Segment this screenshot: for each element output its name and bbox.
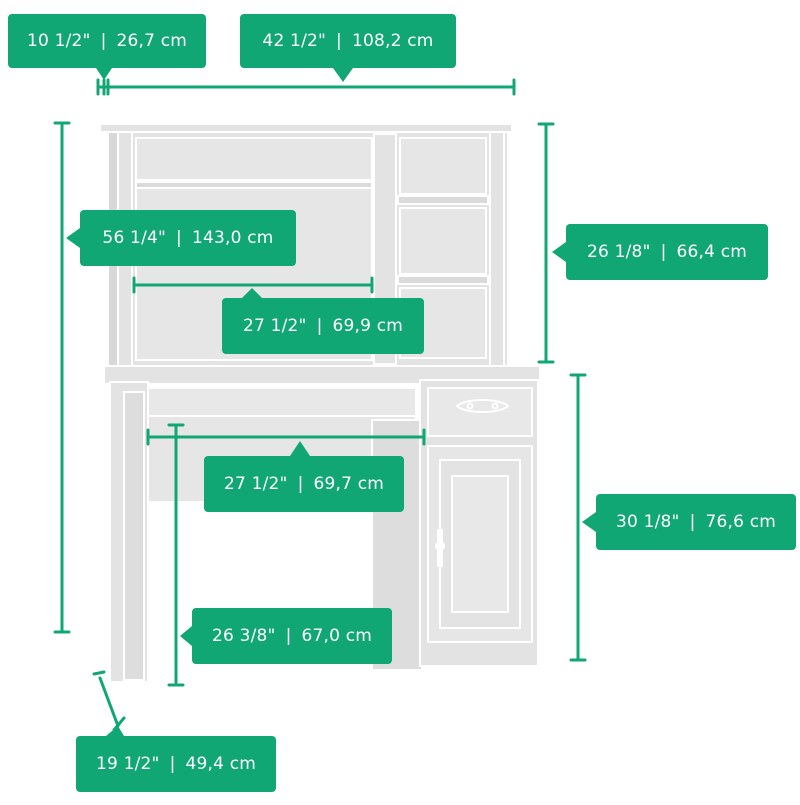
label-height-total: 56 1/4" | 143,0 cm xyxy=(80,210,296,266)
depth-hutch-pointer xyxy=(96,68,112,80)
separator: | xyxy=(336,31,342,51)
hutch-opening-width-pointer xyxy=(242,288,262,298)
hutch-shelf-2 xyxy=(397,275,489,285)
desk-height-cm: 76,6 cm xyxy=(705,512,777,532)
hutch-opening-width-cm: 69,9 cm xyxy=(332,316,404,336)
separator: | xyxy=(316,316,323,336)
depth-desk-dim-cap-start xyxy=(92,670,106,676)
height-total-pointer xyxy=(66,228,80,248)
hutch-upper-bay xyxy=(135,137,373,181)
hutch-cubby-2 xyxy=(399,207,487,275)
width-total-pointer xyxy=(333,68,353,82)
desk-height-inch: 30 1/8" xyxy=(615,512,680,532)
label-depth-hutch: 10 1/2" | 26,7 cm xyxy=(8,14,206,68)
hutch-shelf-1 xyxy=(397,195,489,205)
hutch-shelf-left xyxy=(135,181,373,189)
dimension-lines xyxy=(53,68,596,736)
desk-opening-width-inch: 27 1/2" xyxy=(223,474,288,494)
label-knee-height: 26 3/8" | 67,0 cm xyxy=(192,608,392,664)
label-hutch-opening-width: 27 1/2" | 69,9 cm xyxy=(222,298,424,354)
depth-hutch-inch: 10 1/2" xyxy=(26,31,91,51)
depth-desk-pointer xyxy=(106,726,124,736)
desk-opening-width-cm: 69,7 cm xyxy=(313,474,385,494)
label-depth-desk: 19 1/2" | 49,4 cm xyxy=(76,736,276,792)
door-raised-panel xyxy=(451,475,509,613)
hutch-height-pointer xyxy=(552,242,566,262)
keyboard-tray xyxy=(147,387,417,417)
separator: | xyxy=(100,31,107,51)
hardware xyxy=(435,399,510,567)
width-total-cm: 108,2 cm xyxy=(351,31,434,51)
label-desk-height: 30 1/8" | 76,6 cm xyxy=(596,494,796,550)
hutch-height-cm: 66,4 cm xyxy=(676,242,748,262)
depth-desk-inch: 19 1/2" xyxy=(95,754,160,774)
depth-hutch-cm: 26,7 cm xyxy=(116,31,188,51)
label-desk-opening-width: 27 1/2" | 69,7 cm xyxy=(204,456,404,512)
desk-left-panel-face xyxy=(123,391,145,681)
drawer-handle xyxy=(455,399,510,413)
height-total-cm: 143,0 cm xyxy=(191,228,274,248)
depth-desk-dim-line xyxy=(98,676,120,728)
width-total-inch: 42 1/2" xyxy=(262,31,327,51)
separator: | xyxy=(176,228,182,248)
separator: | xyxy=(285,626,292,646)
hutch-opening-width-inch: 27 1/2" xyxy=(242,316,307,336)
separator: | xyxy=(169,754,176,774)
desk-opening-width-pointer xyxy=(290,441,310,456)
hutch-height-inch: 26 1/8" xyxy=(586,242,651,262)
knee-height-cm: 67,0 cm xyxy=(301,626,373,646)
separator: | xyxy=(660,242,667,262)
height-total-inch: 56 1/4" xyxy=(102,228,167,248)
hutch-top-trim xyxy=(99,123,513,133)
knee-height-pointer xyxy=(180,626,192,646)
separator: | xyxy=(297,474,304,494)
depth-desk-cm: 49,4 cm xyxy=(185,754,257,774)
hutch-right-pilaster xyxy=(489,131,505,369)
door-knob-plate xyxy=(437,529,443,567)
label-width-total: 42 1/2" | 108,2 cm xyxy=(240,14,456,68)
hutch-cubby-1 xyxy=(399,137,487,195)
separator: | xyxy=(689,512,696,532)
desk-height-pointer xyxy=(582,512,596,532)
label-hutch-height: 26 1/8" | 66,4 cm xyxy=(566,224,768,280)
knee-height-inch: 26 3/8" xyxy=(211,626,276,646)
